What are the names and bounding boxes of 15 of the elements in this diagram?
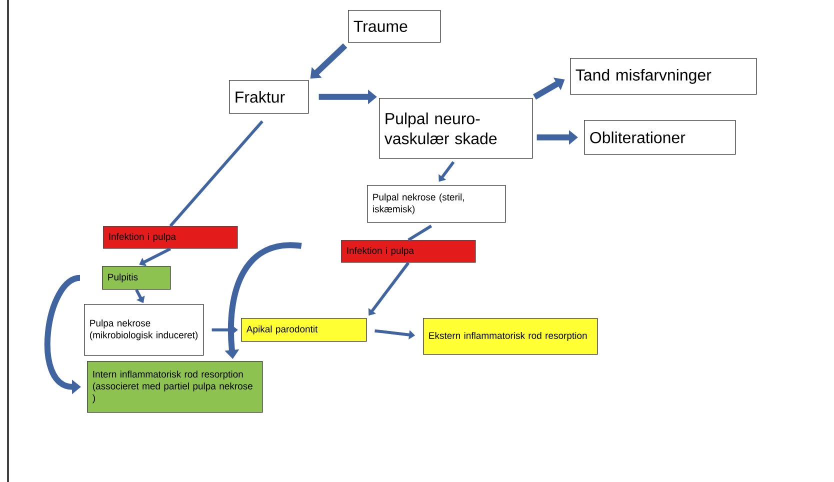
process-box: Fraktur bbox=[229, 80, 309, 114]
infection-box: Infektion i pulpa bbox=[103, 226, 238, 249]
process-box: Traume bbox=[348, 10, 441, 43]
arrow bbox=[438, 161, 455, 182]
infection-box: Infektion i pulpa bbox=[341, 240, 476, 263]
arrow bbox=[139, 247, 172, 266]
process-box: Pulpal neuro-vaskulær skade bbox=[379, 98, 533, 159]
condition-box: Intern inflammatorisk rod resorption (associeret med partiel pulpa nekrose ) bbox=[87, 361, 263, 413]
process-box: Pulpal nekrose (steril, iskæmisk) bbox=[367, 185, 506, 223]
condition-box: Ekstern inflammatorisk rod resorption bbox=[423, 318, 598, 355]
condition-box: Pulpitis bbox=[102, 266, 171, 290]
process-box: Pulpa nekrose (mikrobiologisk induceret) bbox=[84, 304, 204, 356]
process-box: Obliterationer bbox=[584, 120, 736, 155]
process-box: Tand misfarvninger bbox=[570, 58, 757, 95]
condition-box: Apikal parodontit bbox=[241, 318, 367, 342]
